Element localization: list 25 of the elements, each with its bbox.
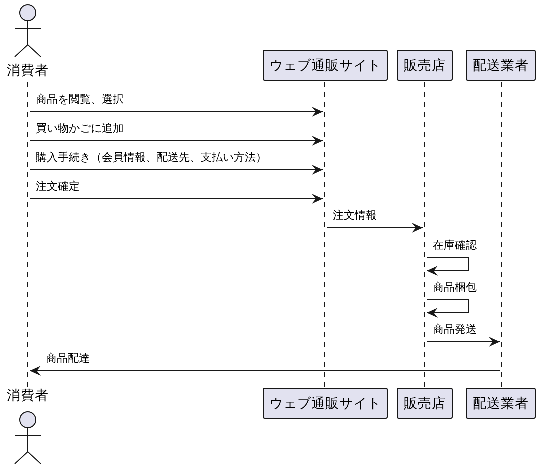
message-arrow <box>326 223 424 233</box>
message-arrow <box>426 300 470 318</box>
message-label: 商品配達 <box>45 352 91 366</box>
message-arrow <box>30 136 324 146</box>
participant-box: 配送業者 <box>466 50 536 81</box>
participant-box: 配送業者 <box>466 388 536 419</box>
participant-box: 販売店 <box>397 388 453 419</box>
participant-box: 販売店 <box>397 50 453 81</box>
message-arrow <box>30 366 500 376</box>
message-arrow <box>426 258 470 276</box>
message-label: 注文確定 <box>35 180 81 194</box>
message-label: 商品梱包 <box>432 281 478 295</box>
message-arrow <box>30 107 324 117</box>
message-arrow <box>30 194 324 204</box>
message-label: 在庫確認 <box>432 239 478 253</box>
message-label: 商品を閲覧、選択 <box>35 93 125 107</box>
message-label: 買い物かごに追加 <box>35 122 125 136</box>
message-arrow <box>426 337 500 347</box>
message-arrow <box>30 165 324 175</box>
participant-box: ウェブ通販サイト <box>263 50 388 81</box>
actor-label: 消費者 <box>6 62 50 80</box>
message-label: 注文情報 <box>332 209 378 223</box>
actor-label: 消費者 <box>6 387 50 405</box>
message-label: 商品発送 <box>432 323 478 337</box>
participant-box: ウェブ通販サイト <box>263 388 388 419</box>
